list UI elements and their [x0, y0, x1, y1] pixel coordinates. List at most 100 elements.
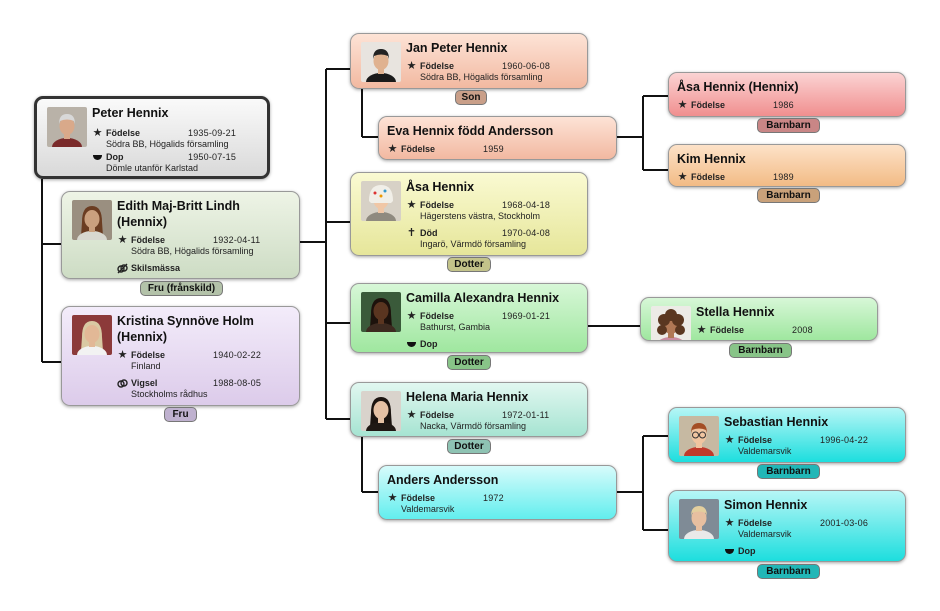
cross-icon: ✝ [406, 227, 417, 239]
event-date: 1986 [773, 100, 794, 110]
person-name: Åsa Hennix [406, 180, 475, 194]
relation-tag: Barnbarn [757, 564, 820, 579]
relation-tag: Son [455, 90, 487, 105]
event-place: Bathurst, Gambia [420, 322, 491, 332]
person-name: Anders Andersson [387, 473, 499, 487]
relation-tag: Fru [164, 407, 197, 422]
star-icon: ★ [677, 99, 688, 111]
event-date: 2008 [792, 325, 813, 335]
event-place: Södra BB, Högalids församling [106, 139, 229, 149]
person-name: Stella Hennix [696, 305, 775, 319]
portrait-image [72, 315, 112, 355]
portrait-image [361, 292, 401, 332]
person-photo[interactable] [72, 315, 112, 355]
event-dop: Dop [724, 545, 897, 561]
relation-tag: Dotter [447, 355, 491, 370]
person-photo[interactable] [361, 181, 401, 221]
person-name: Simon Hennix [724, 498, 808, 512]
person-card-asa2[interactable]: Åsa Hennix (Hennix) ★Födelse 1986 [668, 72, 906, 117]
event-label: Födelse [738, 435, 773, 445]
portrait-image [679, 499, 719, 539]
event-label: Födelse [106, 128, 141, 138]
relation-tag: Barnbarn [757, 118, 820, 133]
event-label: Födelse [691, 172, 726, 182]
event-place: Stockholms rådhus [131, 389, 208, 399]
person-name: Helena Maria Hennix [406, 390, 529, 404]
portrait-image [361, 391, 401, 431]
event-place: Hägerstens västra, Stockholm [420, 211, 541, 221]
event-place: Valdemarsvik [738, 529, 792, 539]
event-place: Valdemarsvik [401, 504, 455, 514]
event-label: Födelse [738, 518, 773, 528]
person-photo[interactable] [72, 200, 112, 240]
event-födelse: ★Födelse 1986 [677, 99, 897, 116]
star-icon: ★ [117, 349, 128, 361]
event-date: 1968-04-18 [502, 200, 551, 210]
event-place: Södra BB, Högalids församling [420, 72, 543, 82]
star-icon: ★ [406, 60, 417, 72]
person-name: Eva Hennix född Andersson [387, 124, 554, 138]
person-photo[interactable] [361, 42, 401, 82]
portrait-image [679, 416, 719, 456]
relation-tag: Barnbarn [729, 343, 792, 358]
event-label: Dop [106, 152, 124, 162]
portrait-image [72, 200, 112, 240]
event-label: Födelse [401, 144, 436, 154]
event-label: Födelse [691, 100, 726, 110]
portrait-image [361, 42, 401, 82]
star-icon: ★ [696, 324, 707, 336]
relation-tag: Fru (frånskild) [140, 281, 223, 296]
person-photo[interactable] [679, 499, 719, 539]
person-photo[interactable] [679, 416, 719, 456]
person-photo[interactable] [47, 107, 87, 147]
star-icon: ★ [724, 434, 735, 446]
event-place: Ingarö, Värmdö församling [420, 239, 527, 249]
star-icon: ★ [406, 310, 417, 322]
star-icon: ★ [387, 492, 398, 504]
event-skilsmässa: Skilsmässa [117, 262, 291, 278]
star-icon: ★ [117, 234, 128, 246]
event-date: 2001-03-06 [820, 518, 869, 528]
person-photo[interactable] [361, 292, 401, 332]
star-icon: ★ [677, 171, 688, 183]
event-date: 1960-06-08 [502, 61, 551, 71]
baptism-bowl-icon [724, 546, 735, 557]
event-label: Födelse [131, 350, 166, 360]
person-name: Åsa Hennix (Hennix) [677, 80, 799, 94]
event-place: Södra BB, Högalids församling [131, 246, 254, 256]
relation-tag: Barnbarn [757, 188, 820, 203]
event-place: Valdemarsvik [738, 446, 792, 456]
person-photo[interactable] [361, 391, 401, 431]
star-icon: ★ [724, 517, 735, 529]
event-date: 1959 [483, 144, 504, 154]
event-label: Dop [738, 546, 756, 556]
event-date: 1969-01-21 [502, 311, 551, 321]
star-icon: ★ [387, 143, 398, 155]
person-photo[interactable] [651, 306, 691, 340]
event-date: 1970-04-08 [502, 228, 551, 238]
portrait-image [47, 107, 87, 147]
star-icon: ★ [406, 409, 417, 421]
portrait-image [361, 181, 401, 221]
person-card-eva[interactable]: Eva Hennix född Andersson ★Födelse 1959 [378, 116, 617, 160]
